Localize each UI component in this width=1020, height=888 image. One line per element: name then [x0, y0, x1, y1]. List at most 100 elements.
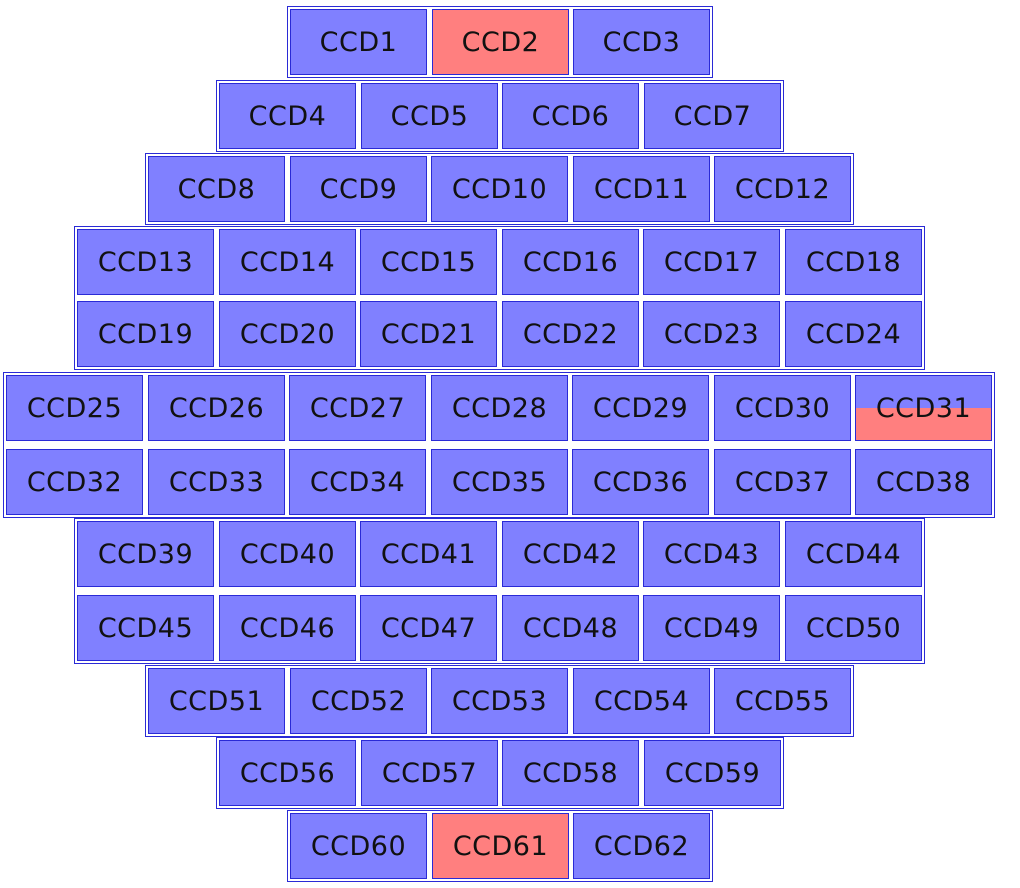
- ccd-ccd35[interactable]: CCD35: [431, 449, 568, 515]
- ccd-ccd40[interactable]: CCD40: [219, 521, 356, 587]
- ccd-label: CCD56: [239, 757, 336, 789]
- ccd-ccd56[interactable]: CCD56: [219, 740, 356, 806]
- ccd-label: CCD27: [309, 392, 406, 424]
- ccd-ccd43[interactable]: CCD43: [643, 521, 780, 587]
- ccd-ccd55[interactable]: CCD55: [714, 668, 851, 734]
- ccd-ccd50[interactable]: CCD50: [785, 595, 922, 661]
- ccd-label: CCD3: [602, 26, 681, 58]
- ccd-label: CCD7: [673, 100, 752, 132]
- ccd-label: CCD50: [805, 612, 902, 644]
- ccd-label: CCD14: [239, 246, 336, 278]
- ccd-label: CCD12: [734, 173, 831, 205]
- ccd-ccd31[interactable]: CCD31: [855, 375, 992, 441]
- ccd-ccd58[interactable]: CCD58: [502, 740, 639, 806]
- ccd-ccd54[interactable]: CCD54: [573, 668, 710, 734]
- ccd-ccd11[interactable]: CCD11: [573, 156, 710, 222]
- ccd-ccd9[interactable]: CCD9: [290, 156, 427, 222]
- ccd-label: CCD13: [97, 246, 194, 278]
- ccd-label: CCD4: [248, 100, 327, 132]
- ccd-ccd14[interactable]: CCD14: [219, 229, 356, 295]
- ccd-ccd3[interactable]: CCD3: [573, 9, 710, 75]
- ccd-label: CCD1: [319, 26, 398, 58]
- ccd-ccd37[interactable]: CCD37: [714, 449, 851, 515]
- ccd-label: CCD20: [239, 318, 336, 350]
- ccd-ccd52[interactable]: CCD52: [290, 668, 427, 734]
- ccd-ccd46[interactable]: CCD46: [219, 595, 356, 661]
- ccd-ccd6[interactable]: CCD6: [502, 83, 639, 149]
- ccd-label: CCD38: [875, 466, 972, 498]
- ccd-ccd62[interactable]: CCD62: [573, 813, 710, 879]
- ccd-ccd1[interactable]: CCD1: [290, 9, 427, 75]
- ccd-ccd30[interactable]: CCD30: [714, 375, 851, 441]
- ccd-ccd20[interactable]: CCD20: [219, 301, 356, 367]
- ccd-ccd42[interactable]: CCD42: [502, 521, 639, 587]
- ccd-label: CCD15: [380, 246, 477, 278]
- ccd-ccd53[interactable]: CCD53: [431, 668, 568, 734]
- ccd-ccd32[interactable]: CCD32: [6, 449, 143, 515]
- ccd-label: CCD53: [451, 685, 548, 717]
- ccd-label: CCD49: [663, 612, 760, 644]
- ccd-label: CCD23: [663, 318, 760, 350]
- ccd-label: CCD17: [663, 246, 760, 278]
- ccd-ccd15[interactable]: CCD15: [360, 229, 497, 295]
- ccd-ccd21[interactable]: CCD21: [360, 301, 497, 367]
- ccd-label: CCD51: [168, 685, 265, 717]
- ccd-label: CCD10: [451, 173, 548, 205]
- ccd-label: CCD61: [452, 830, 549, 862]
- ccd-label: CCD6: [531, 100, 610, 132]
- ccd-label: CCD24: [805, 318, 902, 350]
- ccd-ccd38[interactable]: CCD38: [855, 449, 992, 515]
- ccd-row-outline: [74, 226, 925, 370]
- ccd-ccd59[interactable]: CCD59: [644, 740, 781, 806]
- ccd-ccd13[interactable]: CCD13: [77, 229, 214, 295]
- ccd-ccd22[interactable]: CCD22: [502, 301, 639, 367]
- ccd-label: CCD31: [875, 392, 972, 424]
- ccd-ccd44[interactable]: CCD44: [785, 521, 922, 587]
- ccd-ccd60[interactable]: CCD60: [290, 813, 427, 879]
- ccd-ccd41[interactable]: CCD41: [360, 521, 497, 587]
- ccd-ccd39[interactable]: CCD39: [77, 521, 214, 587]
- ccd-label: CCD54: [593, 685, 690, 717]
- ccd-ccd5[interactable]: CCD5: [361, 83, 498, 149]
- ccd-label: CCD42: [522, 538, 619, 570]
- ccd-ccd23[interactable]: CCD23: [643, 301, 780, 367]
- ccd-ccd51[interactable]: CCD51: [148, 668, 285, 734]
- ccd-partial-highlight: [856, 408, 991, 440]
- ccd-ccd29[interactable]: CCD29: [572, 375, 709, 441]
- ccd-ccd8[interactable]: CCD8: [148, 156, 285, 222]
- ccd-label: CCD58: [522, 757, 619, 789]
- ccd-label: CCD37: [734, 466, 831, 498]
- ccd-ccd24[interactable]: CCD24: [785, 301, 922, 367]
- ccd-label: CCD57: [381, 757, 478, 789]
- ccd-ccd17[interactable]: CCD17: [643, 229, 780, 295]
- ccd-ccd57[interactable]: CCD57: [361, 740, 498, 806]
- ccd-ccd27[interactable]: CCD27: [289, 375, 426, 441]
- ccd-ccd18[interactable]: CCD18: [785, 229, 922, 295]
- ccd-ccd25[interactable]: CCD25: [6, 375, 143, 441]
- ccd-ccd33[interactable]: CCD33: [148, 449, 285, 515]
- ccd-ccd61[interactable]: CCD61: [432, 813, 569, 879]
- ccd-ccd12[interactable]: CCD12: [714, 156, 851, 222]
- ccd-ccd19[interactable]: CCD19: [77, 301, 214, 367]
- ccd-ccd7[interactable]: CCD7: [644, 83, 781, 149]
- ccd-label: CCD41: [380, 538, 477, 570]
- ccd-ccd4[interactable]: CCD4: [219, 83, 356, 149]
- ccd-label: CCD22: [522, 318, 619, 350]
- ccd-ccd49[interactable]: CCD49: [643, 595, 780, 661]
- ccd-ccd34[interactable]: CCD34: [289, 449, 426, 515]
- ccd-ccd45[interactable]: CCD45: [77, 595, 214, 661]
- ccd-label: CCD30: [734, 392, 831, 424]
- ccd-label: CCD43: [663, 538, 760, 570]
- ccd-label: CCD26: [168, 392, 265, 424]
- ccd-ccd2[interactable]: CCD2: [432, 9, 569, 75]
- ccd-row-outline: [74, 518, 925, 664]
- ccd-ccd48[interactable]: CCD48: [502, 595, 639, 661]
- ccd-ccd10[interactable]: CCD10: [431, 156, 568, 222]
- ccd-ccd26[interactable]: CCD26: [148, 375, 285, 441]
- ccd-ccd28[interactable]: CCD28: [431, 375, 568, 441]
- ccd-ccd47[interactable]: CCD47: [360, 595, 497, 661]
- ccd-ccd36[interactable]: CCD36: [572, 449, 709, 515]
- ccd-ccd16[interactable]: CCD16: [502, 229, 639, 295]
- ccd-label: CCD46: [239, 612, 336, 644]
